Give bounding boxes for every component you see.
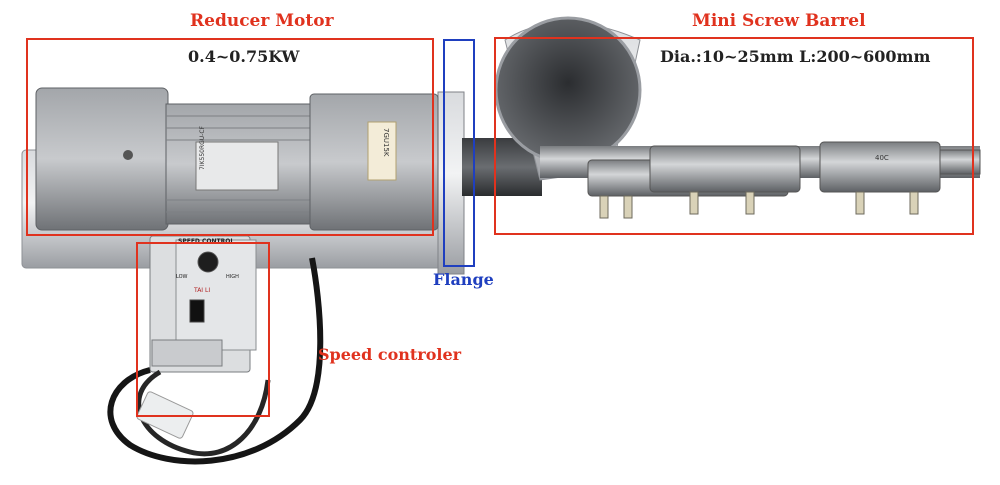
mini-screw-barrel-title: Mini Screw Barrel (692, 11, 866, 31)
motor-model-text: 7GU15K (382, 128, 390, 157)
controller-low-text: LOW (176, 274, 188, 280)
speed-controller-box (136, 242, 270, 417)
power-cable (107, 257, 324, 465)
controller-brand-text: TAI LI (193, 287, 210, 294)
signal-cable (136, 369, 271, 457)
flange-box (443, 39, 475, 267)
barrel-mark-text: 40C (875, 154, 889, 162)
mini-screw-barrel-box (494, 37, 974, 235)
controller-bracket (151, 339, 223, 367)
flange-title: Flange (433, 270, 494, 289)
motor-plate-text: 7IK550RGU-CF (199, 125, 206, 170)
speed-knob (197, 251, 219, 273)
flange-plate (437, 91, 465, 275)
reducer-motor-spec: 0.4~0.75KW (188, 47, 300, 66)
speed-controller-title: Speed controler (318, 345, 462, 364)
mini-screw-barrel-spec: Dia.:10~25mm L:200~600mm (660, 47, 931, 66)
controller-header-text: SPEED CONTROL (178, 238, 234, 245)
reducer-motor-title: Reducer Motor (190, 11, 334, 31)
controller-high-text: HIGH (226, 274, 239, 280)
motor-label (367, 121, 397, 181)
reducer-motor-box (26, 38, 434, 236)
heater-band-2 (649, 145, 801, 193)
housing-bolt (123, 150, 133, 160)
motor-nameplate (195, 141, 279, 191)
power-switch (189, 299, 205, 323)
heater-terminals (599, 191, 919, 219)
